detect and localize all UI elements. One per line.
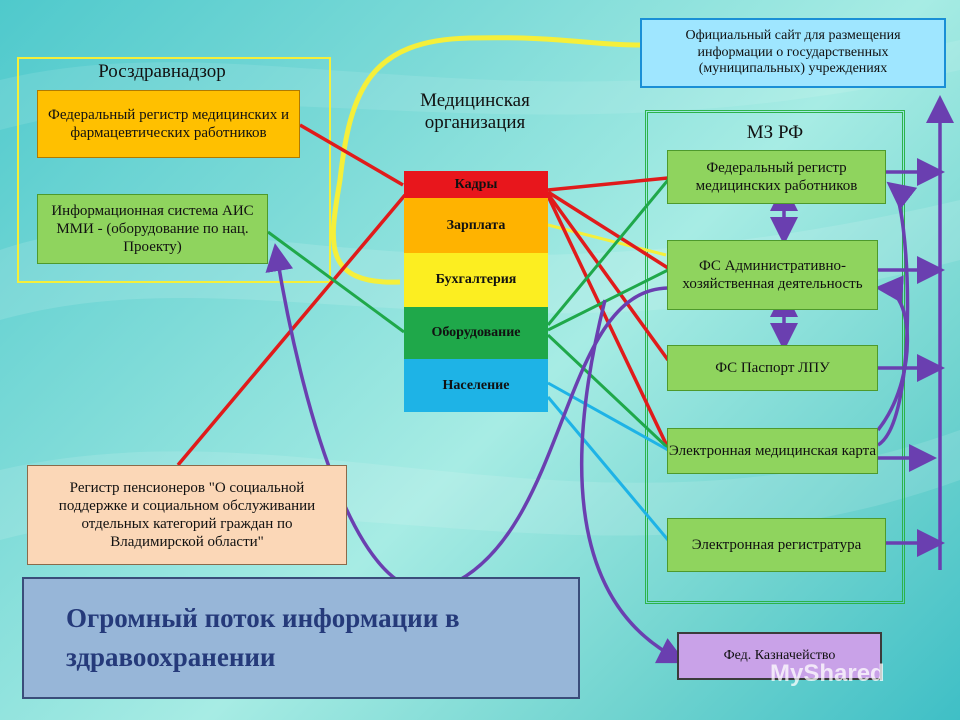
mzrf-lpu-passport-box: ФС Паспорт ЛПУ	[667, 345, 878, 391]
medorg-title-line1: Медицинская	[420, 90, 530, 111]
medorg-layer-stack: Кадры Зарплата Бухгалтерия Оборудование …	[404, 171, 548, 412]
layer-oborudovanie: Оборудование	[404, 307, 548, 359]
mzrf-federal-register-box: Федеральный регистр медицинских работник…	[667, 150, 886, 204]
red-links	[176, 123, 670, 467]
federal-register-med-pharm-box: Федеральный регистр медицинских и фармац…	[37, 90, 300, 158]
roszdrav-frame	[17, 57, 331, 283]
treasury-box: Фед. Казначейство	[677, 632, 882, 680]
myshared-watermark: MyShared	[770, 660, 885, 687]
banner-line1: Огромный поток информации в	[66, 602, 460, 633]
layer-bukhgalteriya: Бухгалтерия	[404, 253, 548, 307]
roszdrav-title: Росздравнадзор	[98, 61, 226, 82]
official-site-box: Официальный сайт для размещения информац…	[640, 18, 946, 88]
info-flow-banner: Огромный поток информации в здравоохране…	[22, 577, 580, 699]
mzrf-e-registry-box: Электронная регистратура	[667, 518, 886, 572]
yellow-link-zarplata	[547, 223, 667, 257]
mzrf-emr-box: Электронная медицинская карта	[667, 428, 878, 474]
banner-line2: здравоохранении	[66, 642, 276, 672]
layer-kadry: Кадры	[404, 171, 548, 198]
pension-register-box: Регистр пенсионеров "О социальной поддер…	[27, 465, 347, 565]
ais-mmi-box: Информационная система АИС ММИ - (оборуд…	[37, 194, 268, 264]
layer-zarplata: Зарплата	[404, 198, 548, 253]
mzrf-admin-economic-box: ФС Административно-хозяйственная деятель…	[667, 240, 878, 310]
mzrf-frame	[645, 110, 905, 604]
mzrf-title: МЗ РФ	[746, 122, 804, 143]
cyan-links	[546, 381, 670, 541]
yellow-link-official-site	[330, 35, 641, 285]
medorg-title-line2: организация	[424, 112, 526, 133]
medorg-title: Медицинская организация	[380, 90, 570, 134]
layer-naselenie: Население	[404, 359, 548, 412]
